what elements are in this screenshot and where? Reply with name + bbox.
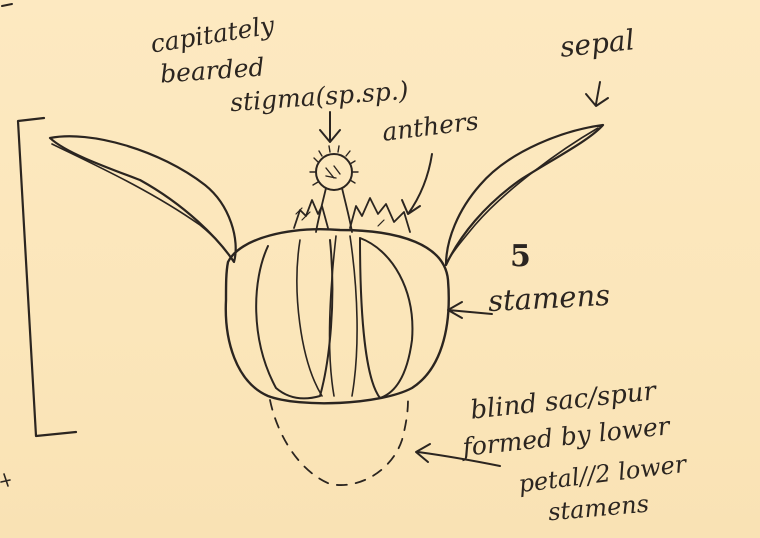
label-bearded: bearded [159, 54, 265, 86]
scale-bracket [18, 118, 76, 436]
label-stamens: stamens [487, 281, 610, 316]
stamens-arrow [448, 302, 492, 318]
anthers-right [350, 198, 410, 232]
blind-sac-spur [270, 400, 408, 485]
style [316, 188, 352, 232]
flower-body [226, 229, 449, 403]
anthers-arrow [402, 154, 432, 214]
label-sepal: sepal [559, 26, 636, 62]
sepal-arrow [586, 82, 608, 106]
stamen-lobe-left [256, 240, 332, 398]
left-sepal-edge [52, 144, 234, 262]
stamen-lobe-right [360, 238, 412, 398]
left-sepal [50, 136, 236, 262]
anther-marks [296, 208, 384, 226]
label-stamens-count: 5 [510, 242, 531, 272]
stamen-lobe-center [330, 236, 358, 396]
stigma-head [316, 154, 352, 190]
corner-mark [2, 4, 12, 6]
corner-mark-bottom [1, 474, 10, 486]
stigma-arrow [320, 112, 340, 142]
stamen-lobe-center-left [297, 240, 322, 396]
